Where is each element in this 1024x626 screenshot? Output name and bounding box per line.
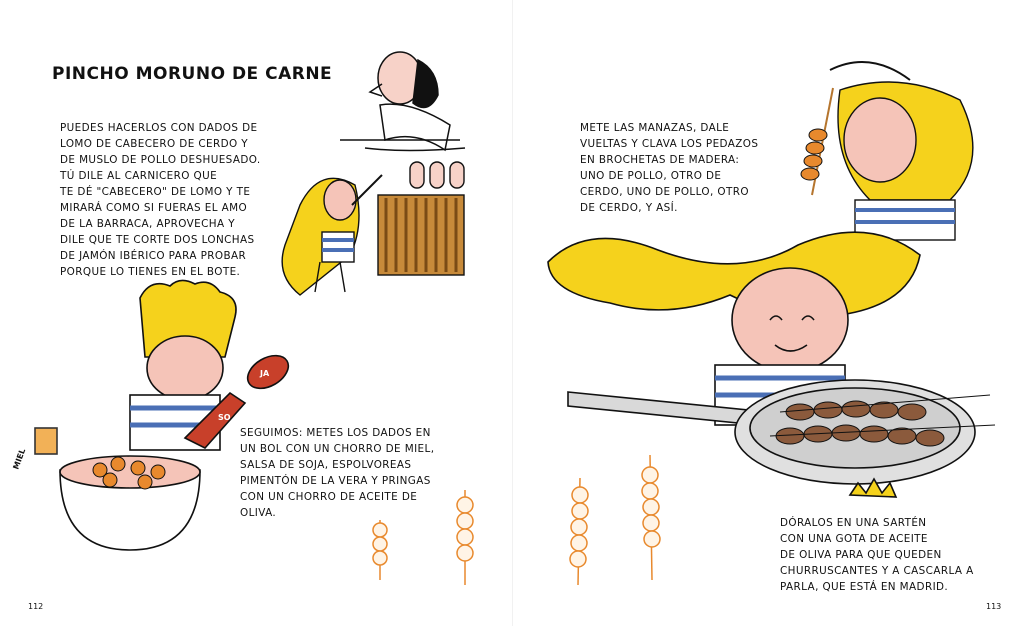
butcher-illustration: [340, 51, 466, 152]
girl-at-counter-illustration: [281, 174, 383, 296]
paragraph-intro: PUEDES HACERLOS CON DADOS DE LOMO DE CAB…: [60, 122, 261, 278]
paragraph-marinade: SEGUIMOS: METES LOS DADOS EN UN BOL CON …: [240, 427, 435, 519]
page-gutter: [512, 0, 513, 626]
paragraph-skewers: METE LAS MANAZAS, DALE VUELTAS Y CLAVA L…: [580, 122, 759, 214]
soy-label-part-2: JA: [259, 369, 270, 378]
honey-label: MIEL: [11, 447, 27, 470]
counter-meat-illustration: [377, 161, 465, 276]
chef-with-bowl-illustration: MIEL SO JA: [11, 279, 290, 551]
recipe-title: PINCHO MORUNO DE CARNE: [52, 64, 333, 84]
paragraph-frying: DÓRALOS EN UNA SARTÉN CON UNA GOTA DE AC…: [780, 517, 974, 593]
girl-holding-skewer-illustration: [800, 61, 974, 241]
frying-pan-illustration: [567, 379, 996, 498]
page-number-left: 112: [28, 602, 44, 611]
soy-label-part-1: SO: [218, 413, 231, 422]
dancing-skewers-illustration: [372, 454, 661, 586]
page-number-right: 113: [986, 602, 1002, 611]
